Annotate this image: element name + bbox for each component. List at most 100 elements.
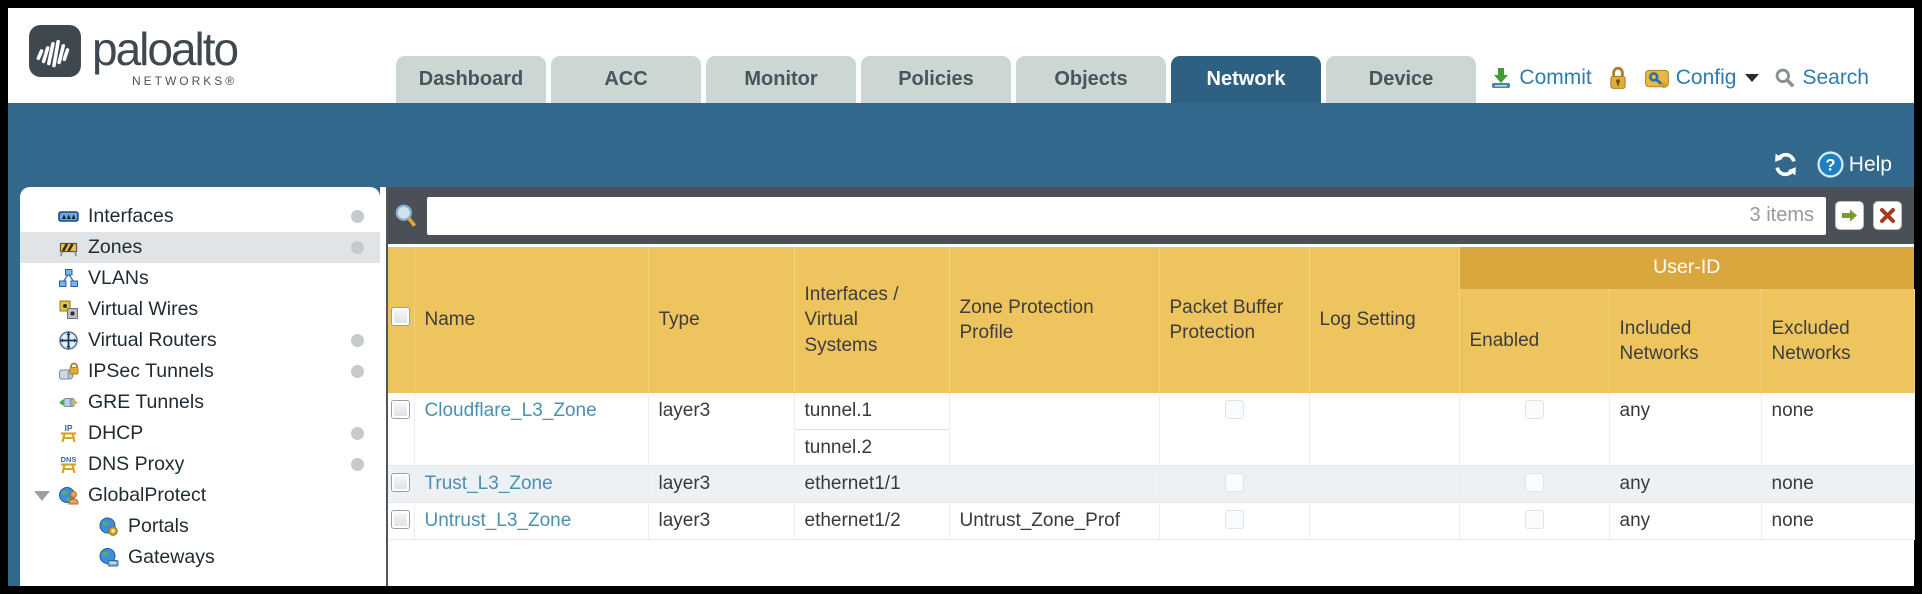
zone-name-cell: Cloudflare_L3_Zone bbox=[414, 393, 649, 466]
nav-tabs: Dashboard ACC Monitor Policies Objects N… bbox=[396, 8, 1476, 103]
config-button[interactable]: Config bbox=[1644, 66, 1760, 90]
ipsec-tunnels-icon bbox=[59, 362, 79, 380]
interface-entry[interactable]: tunnel.2 bbox=[794, 429, 949, 465]
sidebar-item-ipsec-tunnels[interactable]: IPSec Tunnels bbox=[20, 356, 380, 387]
arrow-right-icon bbox=[1842, 209, 1857, 222]
dns-proxy-icon: DNS bbox=[61, 455, 76, 474]
packet-buffer-checkbox bbox=[1224, 473, 1244, 492]
zone-name-link[interactable]: Untrust_L3_Zone bbox=[424, 510, 572, 531]
zone-interfaces-cell: tunnel.1 tunnel.2 bbox=[794, 393, 950, 466]
zone-name-cell: Trust_L3_Zone bbox=[414, 465, 649, 503]
search-icon bbox=[1776, 68, 1795, 88]
packet-buffer-checkbox bbox=[1224, 510, 1244, 529]
sidebar-item-dhcp[interactable]: IP DHCP bbox=[20, 418, 380, 449]
interface-entry[interactable]: tunnel.1 bbox=[804, 400, 873, 421]
sidebar-item-interfaces[interactable]: Interfaces bbox=[20, 201, 380, 232]
svg-text:IP: IP bbox=[64, 423, 72, 433]
sidebar-item-dns-proxy[interactable]: DNS DNS Proxy bbox=[20, 449, 380, 480]
brand-name: paloalto bbox=[92, 23, 239, 75]
col-enabled[interactable]: Enabled bbox=[1459, 289, 1610, 393]
commit-button[interactable]: Commit bbox=[1489, 66, 1592, 90]
zone-name-link[interactable]: Trust_L3_Zone bbox=[424, 473, 553, 494]
zone-interfaces-cell: ethernet1/1 bbox=[794, 465, 950, 503]
row-checkbox[interactable] bbox=[391, 473, 411, 492]
brand-subname: NETWORKS® bbox=[131, 74, 238, 88]
included-networks-cell: any bbox=[1609, 502, 1762, 540]
tab-monitor[interactable]: Monitor bbox=[706, 56, 856, 103]
header-actions: Commit Config bbox=[1489, 66, 1914, 90]
row-checkbox[interactable] bbox=[391, 510, 411, 529]
app-header: paloalto NETWORKS® Dashboard ACC Monitor… bbox=[8, 8, 1914, 103]
zones-icon bbox=[59, 242, 78, 257]
help-button[interactable]: ? Help bbox=[1817, 151, 1892, 178]
globalprotect-icon bbox=[59, 487, 79, 505]
zone-protection-cell: Untrust_Zone_Prof bbox=[949, 502, 1160, 540]
col-excluded-networks[interactable]: Excluded Networks bbox=[1761, 289, 1915, 393]
lock-icon[interactable] bbox=[1607, 66, 1629, 90]
col-type[interactable]: Type bbox=[648, 247, 795, 393]
zone-type-cell: layer3 bbox=[648, 465, 795, 503]
sidebar-item-gre-tunnels[interactable]: GRE Tunnels bbox=[20, 387, 380, 418]
virtual-wires-icon bbox=[59, 300, 78, 319]
brand-logo: paloalto NETWORKS® bbox=[8, 8, 308, 103]
select-all-cell bbox=[388, 247, 415, 393]
userid-enabled-checkbox bbox=[1524, 473, 1544, 492]
row-checkbox[interactable] bbox=[391, 400, 411, 419]
tab-dashboard[interactable]: Dashboard bbox=[396, 56, 546, 103]
panos-app: paloalto NETWORKS® Dashboard ACC Monitor… bbox=[8, 8, 1915, 586]
included-networks-cell: any bbox=[1609, 465, 1762, 503]
tab-objects[interactable]: Objects bbox=[1016, 56, 1166, 103]
interface-entry[interactable]: ethernet1/2 bbox=[804, 510, 901, 531]
userid-enabled-checkbox bbox=[1524, 400, 1544, 419]
search-button[interactable]: Search bbox=[1774, 66, 1869, 90]
paloalto-logo-icon bbox=[29, 25, 81, 77]
col-name[interactable]: Name bbox=[414, 247, 649, 393]
sidebar-item-zones[interactable]: Zones bbox=[20, 232, 380, 263]
table-row: Trust_L3_Zone layer3 ethernet1/1 any bbox=[388, 465, 1915, 503]
sidebar-item-vlans[interactable]: VLANs bbox=[20, 263, 380, 294]
sidebar-item-portals[interactable]: Portals bbox=[20, 511, 380, 542]
refresh-icon[interactable] bbox=[1772, 151, 1799, 178]
tab-policies[interactable]: Policies bbox=[861, 56, 1011, 103]
vlans-icon bbox=[59, 269, 78, 287]
teal-band: ? Help bbox=[8, 103, 1914, 187]
sidebar-item-gateways[interactable]: Gateways bbox=[20, 542, 380, 573]
log-setting-cell bbox=[1309, 502, 1460, 540]
apply-filter-button[interactable] bbox=[1835, 201, 1864, 230]
packet-buffer-checkbox bbox=[1224, 400, 1244, 419]
zone-name-link[interactable]: Cloudflare_L3_Zone bbox=[424, 400, 597, 421]
status-dot bbox=[351, 334, 364, 347]
items-count: 3 items bbox=[1749, 204, 1814, 226]
col-interfaces[interactable]: Interfaces / Virtual Systems bbox=[794, 247, 950, 393]
dhcp-icon: IP bbox=[61, 423, 76, 443]
status-dot bbox=[351, 458, 364, 471]
group-header-user-id: User-ID bbox=[1459, 247, 1915, 289]
close-icon bbox=[1880, 208, 1895, 223]
tab-network[interactable]: Network bbox=[1171, 56, 1321, 103]
search-label: Search bbox=[1802, 66, 1869, 89]
zone-protection-cell bbox=[949, 465, 1160, 503]
table-row: Untrust_L3_Zone layer3 ethernet1/2 Untru… bbox=[388, 502, 1915, 540]
log-setting-cell bbox=[1309, 393, 1460, 466]
sidebar-item-virtual-routers[interactable]: Virtual Routers bbox=[20, 325, 380, 356]
col-log-setting[interactable]: Log Setting bbox=[1309, 247, 1460, 393]
clear-filter-button[interactable] bbox=[1873, 201, 1902, 230]
col-included-networks[interactable]: Included Networks bbox=[1609, 289, 1762, 393]
table-row: Cloudflare_L3_Zone layer3 tunnel.1 tunne… bbox=[388, 393, 1915, 466]
tab-device[interactable]: Device bbox=[1326, 56, 1476, 103]
select-all-checkbox[interactable] bbox=[391, 306, 411, 326]
log-setting-cell bbox=[1309, 465, 1460, 503]
status-dot bbox=[351, 210, 364, 223]
sidebar-item-virtual-wires[interactable]: Virtual Wires bbox=[20, 294, 380, 325]
col-zone-protection-profile[interactable]: Zone Protection Profile bbox=[949, 247, 1160, 393]
config-label: Config bbox=[1675, 66, 1737, 89]
col-packet-buffer-protection[interactable]: Packet Buffer Protection bbox=[1159, 247, 1310, 393]
filter-input[interactable] bbox=[439, 204, 1750, 227]
expand-arrow-icon[interactable] bbox=[34, 490, 50, 501]
gateways-icon bbox=[99, 548, 119, 567]
tab-acc[interactable]: ACC bbox=[551, 56, 701, 103]
sidebar-item-globalprotect[interactable]: GlobalProtect bbox=[20, 480, 380, 511]
zone-name-cell: Untrust_L3_Zone bbox=[414, 502, 649, 540]
interface-entry[interactable]: ethernet1/1 bbox=[804, 473, 901, 494]
zone-interfaces-cell: ethernet1/2 bbox=[794, 502, 950, 540]
